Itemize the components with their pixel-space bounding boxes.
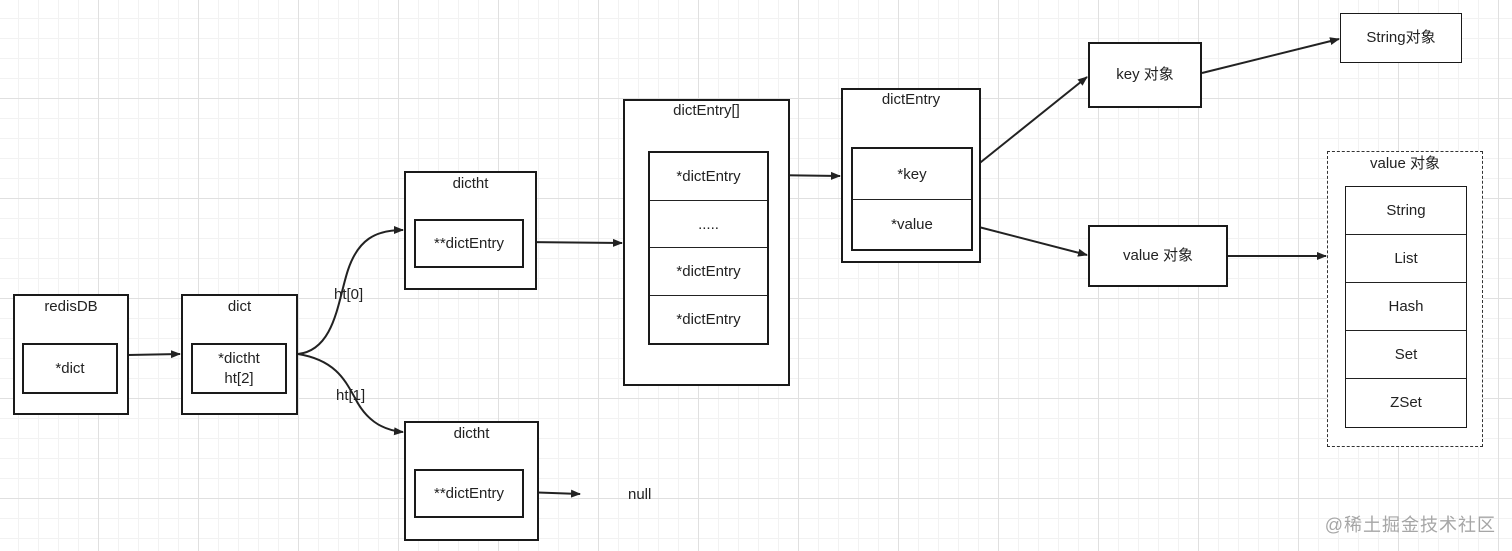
dictht-1-title: dictht — [453, 425, 490, 442]
watermark: @稀土掘金技术社区 — [1324, 515, 1496, 535]
value-type-item: ZSet — [1390, 394, 1422, 411]
dict-ht-field-line1: *dictht — [218, 349, 260, 367]
dictht-1-box: dictht **dictEntry — [404, 421, 539, 541]
dict-box: dict *dictht ht[2] — [181, 294, 298, 415]
value-types-title: value 对象 — [1369, 155, 1441, 172]
dictentry-array-cell: *dictEntry — [650, 248, 767, 296]
dictentry-fields: *key *value — [851, 147, 973, 251]
value-type-item: Hash — [1346, 283, 1466, 331]
key-object-box: key 对象 — [1088, 42, 1202, 108]
arrow-value-to-value-object — [970, 224, 1088, 257]
dictht-1-table-field: **dictEntry — [414, 469, 524, 518]
arrow-dict-to-dictht-0 — [297, 226, 404, 355]
dict-title: dict — [227, 298, 252, 315]
dictentry-key-field: *key — [853, 149, 971, 200]
null-label: null — [628, 486, 652, 503]
dictht-0-box: dictht **dictEntry — [404, 171, 537, 290]
string-object-box: String对象 — [1340, 13, 1462, 63]
dictentry-array-title: dictEntry[] — [673, 102, 740, 119]
value-object-box: value 对象 — [1088, 225, 1228, 287]
dictentry-title: dictEntry — [881, 91, 941, 108]
ht0-label: ht[0] — [334, 286, 364, 303]
arrow-key-to-key-object — [970, 76, 1088, 171]
dictentry-box: dictEntry *key *value — [841, 88, 981, 263]
dictentry-array-box: dictEntry[] *dictEntry ..... *dictEntry … — [623, 99, 790, 386]
redisdb-title: redisDB — [44, 298, 98, 315]
arrow-redisdb-to-dict — [127, 350, 181, 359]
value-types-list: String List Hash Set ZSet — [1345, 186, 1467, 428]
dictht-0-table-field: **dictEntry — [414, 219, 524, 268]
dictentry-value-field: *value — [891, 216, 933, 233]
redisdb-box: redisDB *dict — [13, 294, 129, 415]
dictentry-array-cell: *dictEntry — [676, 311, 741, 328]
arrow-key-object-to-string-object — [1201, 37, 1340, 74]
dictentry-array-cell: ..... — [650, 201, 767, 248]
dictht-0-title: dictht — [452, 175, 489, 192]
value-type-item: List — [1346, 235, 1466, 283]
value-type-item: Set — [1346, 331, 1466, 379]
value-types-group: value 对象 String List Hash Set ZSet — [1327, 151, 1483, 447]
arrow-dictht-0-to-entry-array — [521, 238, 623, 247]
arrow-dict-to-dictht-1 — [297, 353, 404, 436]
redisdb-dict-field: *dict — [22, 343, 118, 394]
dictentry-array-cells: *dictEntry ..... *dictEntry *dictEntry — [648, 151, 769, 345]
dict-ht-field: *dictht ht[2] — [191, 343, 287, 394]
ht1-label: ht[1] — [336, 387, 366, 404]
dictentry-array-cell: *dictEntry — [650, 153, 767, 201]
dict-ht-field-line2: ht[2] — [224, 369, 254, 387]
value-type-item: String — [1346, 187, 1466, 235]
